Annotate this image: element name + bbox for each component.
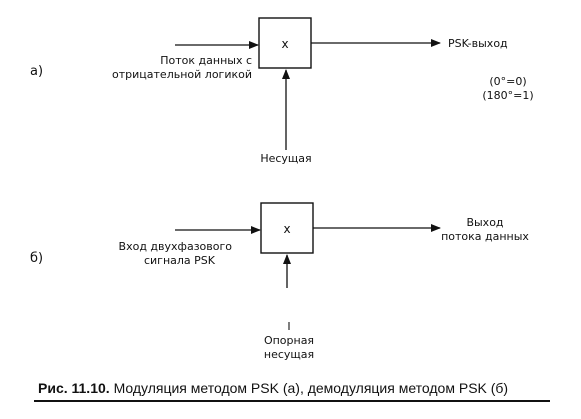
caption-underline [34,400,550,402]
reference-label-line3: несущая [264,348,314,361]
output-label-b-line1: Выход [466,216,503,229]
multiplier-symbol-a: x [281,37,288,51]
input-label-b-line1: Вход двухфазового [119,240,233,253]
demodulator-diagram: б) x Вход двухфазового сигнала PSK Выход… [30,202,529,361]
caption-text: Модуляция методом PSK (а), демодуляция м… [113,380,509,396]
phase-note-line2: (180°=1) [482,89,533,102]
modulator-diagram: а) x Поток данных с отрицательной логико… [30,17,534,165]
reference-label-line2: Опорная [264,334,314,347]
figure-caption: Рис. 11.10. Модуляция методом PSK (а), д… [38,380,508,396]
output-label-b-line2: потока данных [441,230,529,243]
part-label-b: б) [30,251,43,266]
reference-label-line1: I [287,320,290,333]
input-label-a-line2: отрицательной логикой [112,68,252,81]
input-label-a-line1: Поток данных с [160,54,252,67]
caption-figure-number: Рис. 11.10. [38,380,110,396]
multiplier-symbol-b: x [283,222,290,236]
multiplier-block-b [260,202,314,254]
input-label-b-line2: сигнала PSK [144,254,216,267]
output-label-a: PSK-выход [448,37,508,50]
phase-note-line1: (0°=0) [489,75,526,88]
part-label-a: а) [30,64,43,79]
carrier-label-a: Несущая [260,152,311,165]
